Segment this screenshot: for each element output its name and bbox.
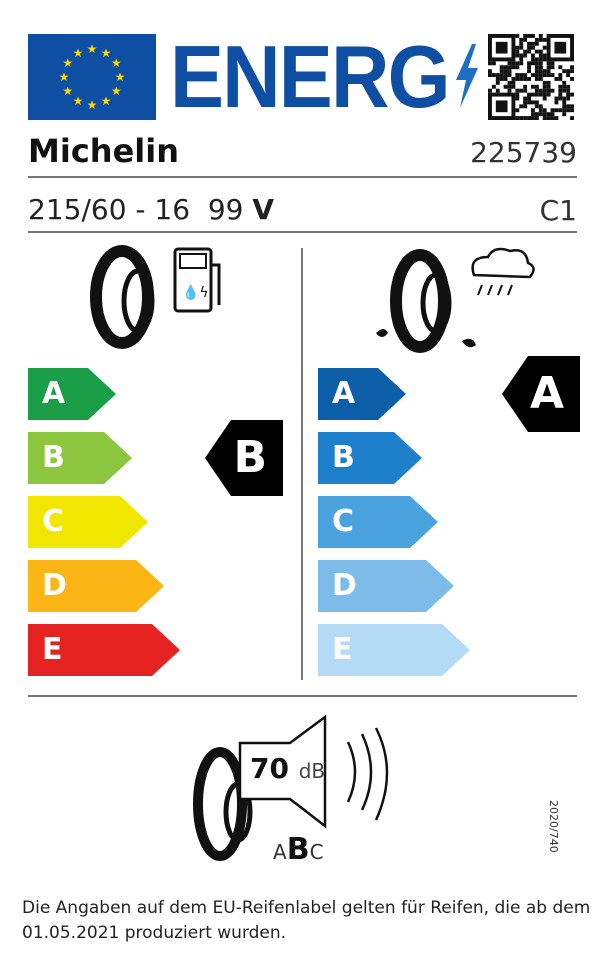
noise-class-c: C <box>309 840 324 864</box>
wet_grip-class-b: B <box>318 432 422 484</box>
divider <box>28 695 577 697</box>
tyre-size: 215/60 - 16 99 V <box>28 193 274 226</box>
noise-class-b: B <box>286 832 310 867</box>
star-icon: ★ <box>111 84 122 98</box>
speed-rating: V <box>252 193 275 226</box>
load-index: 99 <box>207 193 244 226</box>
tyre-fuel-pump-icon: 💧ϟ <box>90 245 221 349</box>
star-icon: ★ <box>87 42 98 56</box>
eu-flag-logo: ★★★★★★★★★★★★ <box>28 34 156 120</box>
divider <box>301 248 303 680</box>
fuel_efficiency-class-b: B <box>28 432 132 484</box>
star-icon: ★ <box>87 98 98 112</box>
star-icon: ★ <box>62 56 73 70</box>
star-icon: ★ <box>101 94 112 108</box>
fuel_efficiency-rating: B <box>205 420 283 496</box>
fuel_efficiency-class-a: A <box>28 368 116 420</box>
lightning-icon <box>456 44 478 108</box>
wet_grip-class-d: D <box>318 560 454 612</box>
star-icon: ★ <box>111 56 122 70</box>
energy-logo-text: ENERG <box>170 27 451 126</box>
noise-tyre-speaker-icon <box>193 714 389 861</box>
noise-class: ABC <box>273 832 324 867</box>
footer-note: Die Angaben auf dem EU-Reifenlabel gelte… <box>22 898 591 943</box>
wet_grip-class-a: A <box>318 368 406 420</box>
noise-value: 70 dB <box>250 752 325 785</box>
fuel_efficiency-class-e: E <box>28 624 180 676</box>
product-code: 225739 <box>470 136 577 169</box>
brand-name: Michelin <box>28 132 179 170</box>
fuel_efficiency-class-c: C <box>28 496 148 548</box>
wet_grip-class-e: E <box>318 624 470 676</box>
star-icon: ★ <box>62 84 73 98</box>
star-icon: ★ <box>101 46 112 60</box>
star-icon: ★ <box>59 70 70 84</box>
divider <box>28 176 577 178</box>
wet_grip-class-c: C <box>318 496 438 548</box>
svg-text:💧ϟ: 💧ϟ <box>182 284 209 301</box>
tyre-class: C1 <box>539 194 577 227</box>
regulation-number: 2020/740 <box>547 800 560 853</box>
star-icon: ★ <box>73 46 84 60</box>
wet_grip-rating: A <box>502 356 580 432</box>
star-icon: ★ <box>115 70 126 84</box>
divider <box>28 231 577 233</box>
noise-db: 70 <box>250 752 289 785</box>
tyre-rain-icon <box>376 247 535 353</box>
size-value: 215/60 - 16 <box>28 193 191 226</box>
fuel_efficiency-class-d: D <box>28 560 164 612</box>
star-icon: ★ <box>73 94 84 108</box>
qr-code-icon[interactable] <box>487 34 575 120</box>
noise-unit: dB <box>298 759 326 783</box>
noise-class-a: A <box>273 840 287 864</box>
